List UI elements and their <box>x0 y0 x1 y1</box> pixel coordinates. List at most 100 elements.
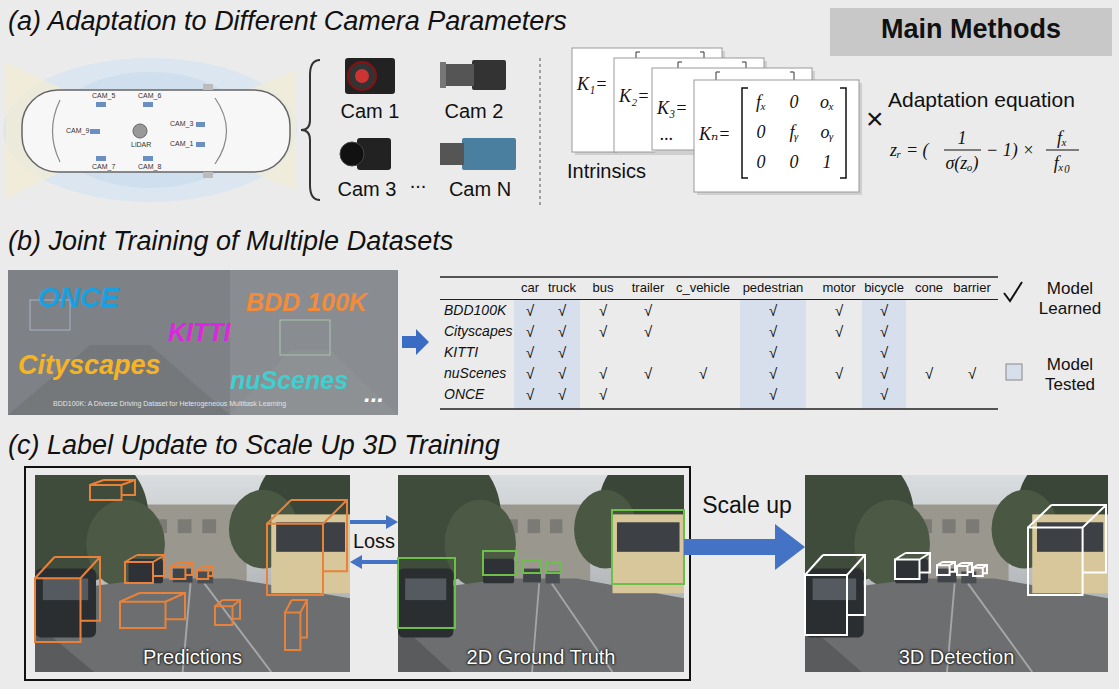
check-mark: √ <box>769 302 777 319</box>
matrix-cell: 0 <box>790 92 799 112</box>
check-mark: √ <box>880 365 888 382</box>
dataset-name: KITTI <box>168 318 231 347</box>
connector-arrow <box>350 515 398 529</box>
matrix-name: K₂= <box>619 86 649 106</box>
matrix-name: Kₙ= <box>699 124 730 144</box>
row-header: KITTI <box>444 344 478 360</box>
check-mark: √ <box>644 365 652 382</box>
check-mark: √ <box>526 302 534 319</box>
column-header: cone <box>915 281 943 296</box>
equation-part: fₓ <box>1057 128 1067 148</box>
row-header: ONCE <box>444 386 484 402</box>
column-header: truck <box>548 281 576 296</box>
equation-heading: Adaptation equation <box>888 88 1075 112</box>
ellipsis: ... <box>660 124 674 144</box>
check-mark: √ <box>526 344 534 361</box>
camera-label: Cam 2 <box>445 100 504 123</box>
matrix-name: K₁= <box>577 74 607 94</box>
column-header: bus <box>593 281 614 296</box>
check-mark: √ <box>644 323 652 340</box>
check-mark: √ <box>526 365 534 382</box>
column-header: c_vehicle <box>676 281 730 296</box>
check-mark: √ <box>880 302 888 319</box>
image-caption: 3D Detection <box>899 646 1015 669</box>
column-header: bicycle <box>864 281 904 296</box>
matrix-cell: 0 <box>757 122 766 142</box>
caption-text: Intrinsics <box>567 160 646 183</box>
check-mark: √ <box>558 344 566 361</box>
row-header: Cityscapes <box>444 323 512 339</box>
check-mark: √ <box>880 386 888 403</box>
check-mark: √ <box>699 365 707 382</box>
image-caption: 2D Ground Truth <box>467 646 616 669</box>
check-mark: √ <box>835 302 843 319</box>
check-mark: √ <box>599 365 607 382</box>
title-text: Main Methods <box>881 14 1061 45</box>
section-heading: (a) Adaptation to Different Camera Param… <box>8 6 567 37</box>
check-mark: √ <box>599 386 607 403</box>
check-mark: √ <box>558 386 566 403</box>
column-header: barrier <box>953 281 991 296</box>
equation-part: σ(zₒ) <box>945 153 978 173</box>
image-panel: Predictions <box>35 475 350 672</box>
ellipsis: ... <box>364 380 384 408</box>
ellipsis: ... <box>410 170 427 193</box>
check-mark: √ <box>558 302 566 319</box>
column-header: motor <box>822 281 855 296</box>
check-mark: √ <box>558 365 566 382</box>
column-header: trailer <box>632 281 665 296</box>
sensor-label: CAM_8 <box>138 163 161 171</box>
matrix-cell: 0 <box>757 152 766 172</box>
check-mark: √ <box>835 365 843 382</box>
sensor-label: CAM_5 <box>92 92 115 100</box>
dataset-name: Cityscapes <box>18 350 161 381</box>
dataset-collage: ONCEBDD 100KKITTICityscapesnuScenesBDD10… <box>8 270 398 415</box>
dataset-name: nuScenes <box>230 366 348 395</box>
check-mark: √ <box>968 365 976 382</box>
section-heading: (c) Label Update to Scale Up 3D Training <box>8 430 500 461</box>
matrix-cell: 0 <box>790 152 799 172</box>
check-mark: √ <box>835 323 843 340</box>
image-panel: 2D Ground Truth <box>398 475 684 672</box>
image-caption: Predictions <box>143 646 242 669</box>
camera-label: Cam 3 <box>338 178 397 201</box>
equation-part: zᵣ = ( <box>890 140 929 160</box>
matrix-cell: oₓ <box>820 92 834 112</box>
matrix-cell: oᵧ <box>820 122 833 142</box>
check-mark: √ <box>769 344 777 361</box>
edge-label: Loss <box>353 530 395 553</box>
column-header: pedestrian <box>743 281 804 296</box>
check-mark: √ <box>925 365 933 382</box>
check-mark: √ <box>880 344 888 361</box>
connector-arrow <box>684 524 805 570</box>
edge-label: Scale up <box>702 492 792 518</box>
equation-part: − 1) × <box>986 140 1034 160</box>
matrix-cell: fᵧ <box>789 122 798 142</box>
section-heading: (b) Joint Training of Multiple Datasets <box>8 226 453 257</box>
matrix-cell: 1 <box>823 152 832 172</box>
check-mark: √ <box>769 323 777 340</box>
check-mark: √ <box>880 323 888 340</box>
row-header: BDD100K <box>444 302 506 318</box>
sensor-label: LiDAR <box>131 141 151 149</box>
sensor-label: CAM_3 <box>170 120 193 128</box>
row-header: nuScenes <box>444 365 506 381</box>
check-mark: √ <box>644 302 652 319</box>
check-mark: √ <box>769 365 777 382</box>
check-mark: √ <box>769 386 777 403</box>
connector-arrow <box>350 555 398 569</box>
check-mark: √ <box>526 323 534 340</box>
equation-part: fₓ₀ <box>1054 153 1070 173</box>
check-mark: √ <box>599 323 607 340</box>
sensor-label: CAM_6 <box>138 92 161 100</box>
column-header: car <box>521 281 539 296</box>
image-panel: 3D Detection <box>805 475 1108 672</box>
matrix-name: K₃= <box>657 98 687 118</box>
sensor-label: CAM_9 <box>66 127 89 135</box>
camera-label: Cam N <box>449 178 511 201</box>
check-mark: √ <box>599 302 607 319</box>
check-mark: √ <box>558 323 566 340</box>
legend-text: Model Tested <box>1028 355 1112 394</box>
dataset-name: ONCE <box>38 282 119 314</box>
